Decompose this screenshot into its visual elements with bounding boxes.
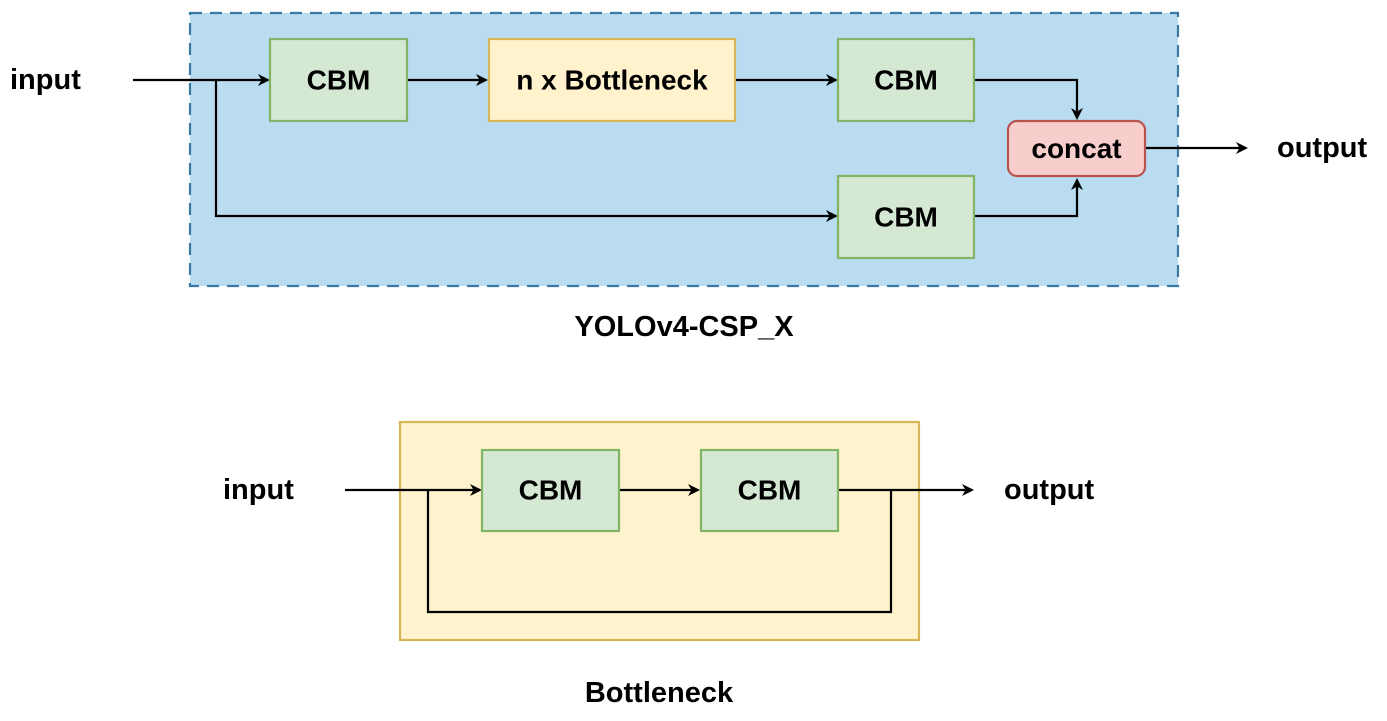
csp-bottleneck-block: n x Bottleneck <box>487 37 737 123</box>
csp-cbm-top-left-label: CBM <box>307 65 371 96</box>
csp-output-label: output <box>1277 132 1368 164</box>
csp-cbm-top-left: CBM <box>268 37 409 123</box>
bottleneck-cbm-left: CBM <box>480 448 621 533</box>
bottleneck-cbm-right: CBM <box>699 448 840 533</box>
csp-cbm-top-right: CBM <box>836 37 976 123</box>
csp-bypass-arrow <box>214 80 838 222</box>
bottleneck-cbm-left-label: CBM <box>519 475 583 506</box>
csp-cbm-top-to-concat-arrow <box>974 78 1083 120</box>
bottleneck-caption: Bottleneck <box>585 677 734 709</box>
csp-cbm-bottom-to-concat-arrow <box>974 178 1083 218</box>
csp-concat-node: concat <box>1006 119 1147 178</box>
csp-cbm-top-right-label: CBM <box>874 65 938 96</box>
csp-caption: YOLOv4-CSP_X <box>574 311 794 343</box>
bottleneck-skip-connection <box>426 490 893 614</box>
csp-cbm-bottom-label: CBM <box>874 202 938 233</box>
bottleneck-cbm-right-label: CBM <box>738 475 802 506</box>
bottleneck-output-label: output <box>1004 474 1095 506</box>
csp-module: CBM n x Bottleneck CBM CBM concat input … <box>10 11 1368 343</box>
csp-cbm-bottom: CBM <box>836 174 976 260</box>
csp-bottleneck-block-label: n x Bottleneck <box>516 65 708 96</box>
csp-input-label: input <box>10 64 81 96</box>
csp-concat-label: concat <box>1031 133 1121 164</box>
bottleneck-module: CBM CBM input output Bottleneck <box>223 420 1095 709</box>
bottleneck-input-label: input <box>223 474 294 506</box>
bottleneck-container <box>398 420 921 642</box>
